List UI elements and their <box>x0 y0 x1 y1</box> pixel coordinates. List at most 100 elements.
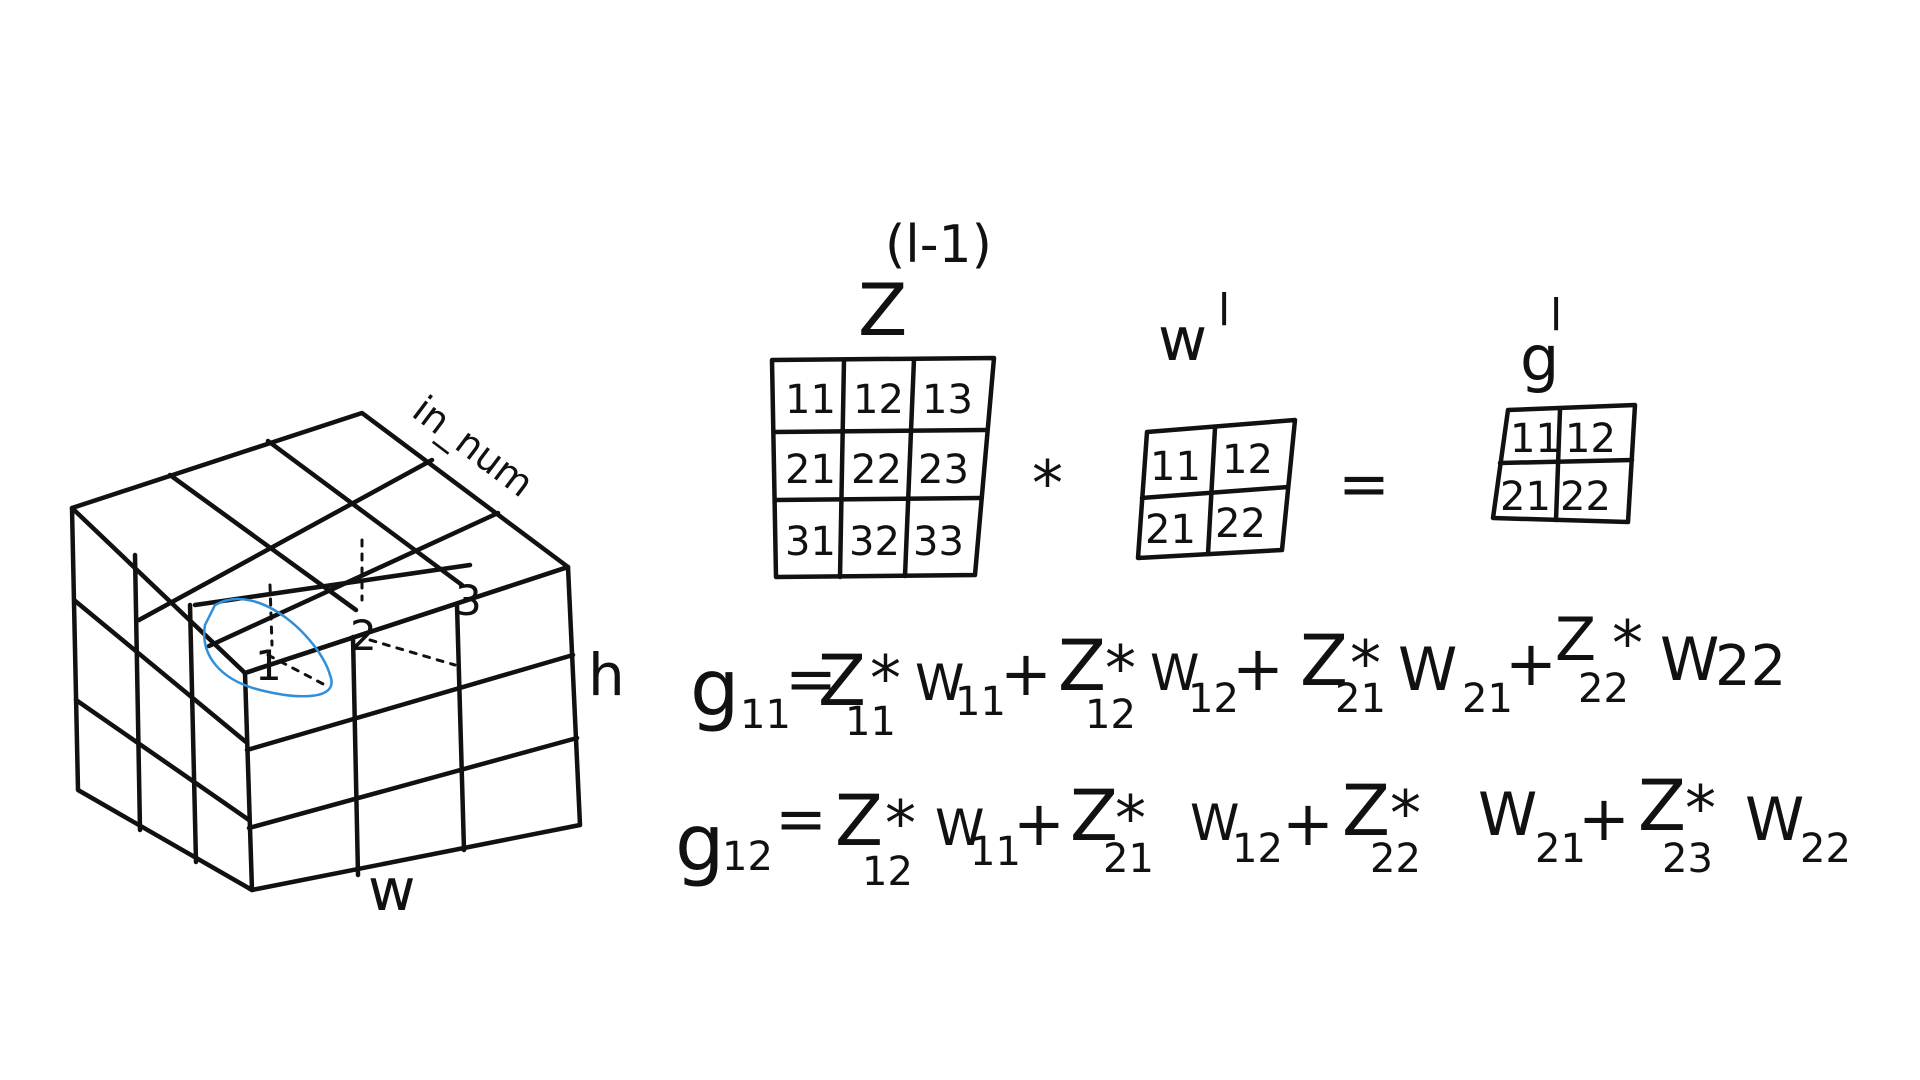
eq1-term3-w: W <box>1398 635 1457 705</box>
eq2-term4-w-sub: 22 <box>1800 826 1851 872</box>
cube-top-grid-line <box>136 457 435 623</box>
eq2-term3-w: W <box>1478 780 1537 850</box>
cube-depth-marker <box>268 583 274 647</box>
eq1-term4-w: W <box>1660 625 1719 695</box>
eq1-term1-w-sub: 11 <box>955 679 1006 725</box>
eq1-term4-w-sub: 22 <box>1715 634 1786 699</box>
z-cell: 31 <box>785 519 836 565</box>
eq1-lhs: g <box>690 644 740 734</box>
cube-width-label: w <box>368 856 415 924</box>
z-cell: 12 <box>853 377 904 423</box>
eq2-term2-w: W <box>1190 794 1239 852</box>
w-cell: 22 <box>1215 501 1266 547</box>
cube-left-grid-line <box>132 552 143 833</box>
eq2-term4-z-sub: 23 <box>1662 836 1713 882</box>
eq1-term4-z: Z <box>1555 605 1596 675</box>
eq2-equals: = <box>775 782 827 855</box>
z-cell: 33 <box>913 519 964 565</box>
eq2-term1-w: W <box>935 799 984 857</box>
g-matrix-group: g l 11 12 21 22 <box>1490 290 1638 525</box>
cube-front-grid-line <box>244 652 576 753</box>
eq1-lhs-sub: 11 <box>740 692 791 738</box>
cube-left-face <box>69 505 255 893</box>
eq1-term1-z: Z <box>818 640 866 722</box>
w-matrix-grid <box>1139 484 1291 501</box>
eq2-term4-op: * <box>1685 772 1716 845</box>
z-cell: 11 <box>785 377 836 423</box>
z-matrix-symbol: Z <box>858 268 907 352</box>
eq1-term2-z: Z <box>1058 625 1106 707</box>
eq1-term2-w-sub: 12 <box>1188 676 1239 722</box>
eq1-term4-op: * <box>1612 607 1643 680</box>
eq1-term4-z-sub: 22 <box>1578 666 1629 712</box>
w-cell: 12 <box>1222 437 1273 483</box>
z-matrix-grid <box>902 356 917 579</box>
eq2-term4-w: W <box>1745 785 1804 855</box>
g-cell: 21 <box>1500 474 1551 520</box>
eq1-equals: = <box>785 642 837 715</box>
g-cell: 12 <box>1565 416 1616 462</box>
equation-2: g 12 = Z 12 * W 11 + Z 21 * W 12 + Z 22 … <box>675 765 1851 895</box>
w-cell: 21 <box>1145 507 1196 553</box>
cube-top-grid-line <box>206 510 501 649</box>
eq1-term3-z-sub: 21 <box>1335 676 1386 722</box>
conv-operator: * <box>1032 447 1063 520</box>
eq2-term2-z: Z <box>1070 775 1118 857</box>
w-matrix-superscript: l <box>1218 285 1230 336</box>
eq2-term3-w-sub: 21 <box>1535 826 1586 872</box>
w-cell: 11 <box>1150 444 1201 490</box>
eq2-term2-z-sub: 21 <box>1103 836 1154 882</box>
z-cell: 32 <box>849 519 900 565</box>
cube-label-2: 2 <box>350 611 377 660</box>
w-matrix-symbol: w <box>1158 305 1207 375</box>
eq2-term3-op: * <box>1390 777 1421 850</box>
eq2-lhs: g <box>675 799 725 889</box>
eq2-term1-w-sub: 11 <box>970 829 1021 875</box>
cube-left-grid-line <box>73 697 252 823</box>
eq2-lhs-sub: 12 <box>722 834 773 880</box>
z-cell: 21 <box>785 447 836 493</box>
eq2-term1-z-sub: 12 <box>862 849 913 895</box>
cube-depth-marker <box>266 653 327 687</box>
equation-1: g 11 = Z 11 * W 11 + Z 12 * W 12 + Z 21 … <box>690 605 1786 745</box>
eq2-term1-z: Z <box>835 780 883 862</box>
z-matrix-grid <box>772 495 983 503</box>
eq1-term1-z-sub: 11 <box>845 699 896 745</box>
eq1-term3-op: * <box>1350 627 1381 700</box>
cube-front-grid-line <box>454 602 467 853</box>
w-matrix-group: w l 11 12 21 22 <box>1135 285 1298 561</box>
eq2-term3-z: Z <box>1342 770 1390 852</box>
z-matrix-superscript: (l-1) <box>885 215 992 275</box>
eq1-term1-w: W <box>915 654 964 712</box>
z-cell: 23 <box>918 447 969 493</box>
eq2-term1-plus: + <box>1013 787 1065 860</box>
eq1-term1-op: * <box>870 642 901 715</box>
cube-front-face <box>242 564 583 893</box>
cube-top-grid-line <box>265 438 465 588</box>
cube-height-label: h <box>588 641 625 709</box>
g-matrix-symbol: g <box>1520 322 1559 395</box>
eq1-term1-plus: + <box>1000 637 1052 710</box>
eq2-term3-z-sub: 22 <box>1370 836 1421 882</box>
eq1-term2-plus: + <box>1232 632 1284 705</box>
z-cell: 22 <box>851 447 902 493</box>
z-cell: 13 <box>922 377 973 423</box>
eq2-term1-op: * <box>885 787 916 860</box>
eq1-term2-w: W <box>1150 644 1199 702</box>
cube-label-3: 3 <box>455 576 482 625</box>
eq1-term3-w-sub: 21 <box>1462 676 1513 722</box>
g-matrix-grid <box>1497 457 1635 466</box>
eq1-term3-plus: + <box>1505 627 1557 700</box>
g-matrix-border <box>1490 402 1638 525</box>
g-cell: 11 <box>1510 416 1561 462</box>
z-matrix-group: Z (l-1) 11 12 13 21 22 23 31 32 33 <box>769 215 997 580</box>
equals-operator: = <box>1338 447 1390 520</box>
cube-left-grid-line <box>187 602 199 865</box>
w-matrix-border <box>1135 417 1298 561</box>
cube-left-grid-line <box>71 597 249 745</box>
eq1-term3-z: Z <box>1300 620 1348 702</box>
cube-front-grid-line <box>350 634 361 878</box>
g-cell: 22 <box>1560 474 1611 520</box>
eq1-term2-z-sub: 12 <box>1085 692 1136 738</box>
z-matrix-grid <box>837 357 847 580</box>
